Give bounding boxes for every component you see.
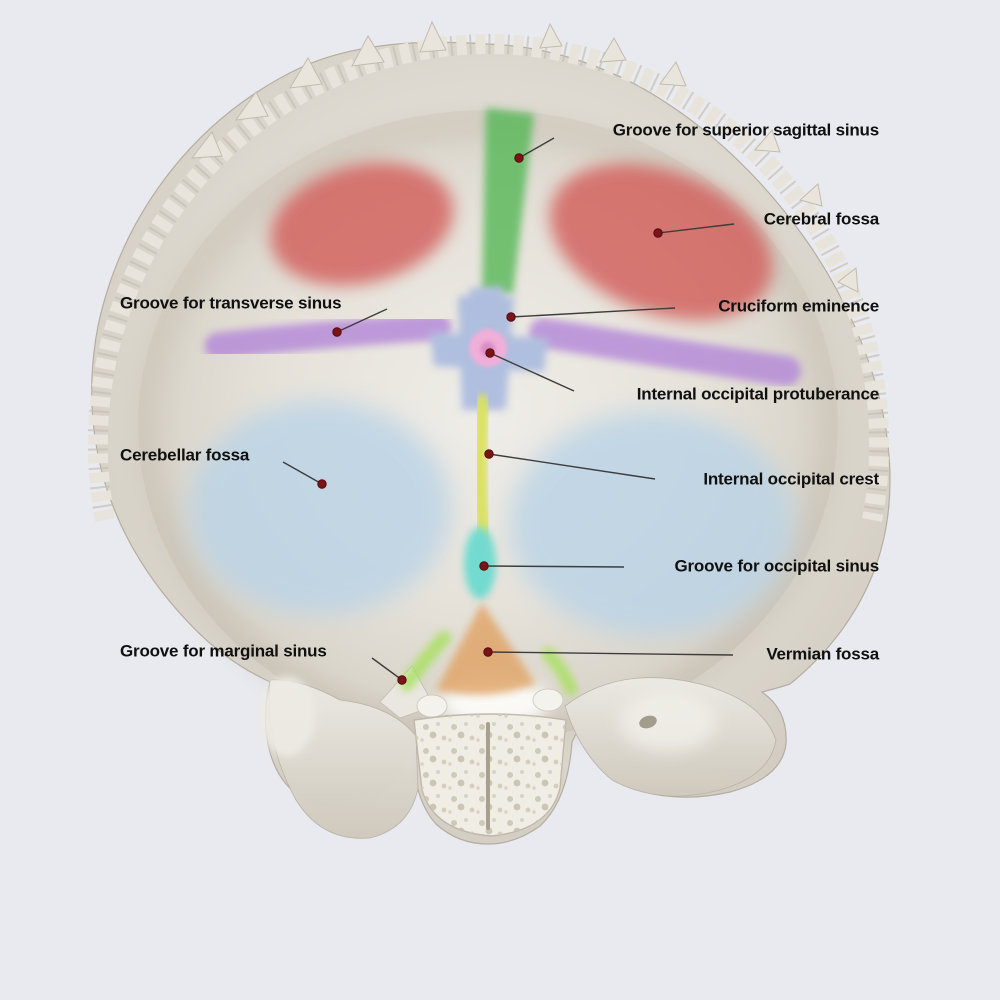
region-marginal-sinus-right — [541, 647, 578, 696]
marker-dots — [317, 153, 663, 685]
condylar-canal — [639, 715, 657, 729]
label-cerebellar-fossa: Cerebellar fossa — [120, 445, 250, 465]
leader-line — [483, 565, 625, 568]
leader-line — [371, 657, 403, 681]
basilar-knob-right — [532, 688, 564, 712]
region-transverse-sinus-left — [204, 313, 452, 360]
label-groove-occipital-sinus: Groove for occipital sinus — [674, 556, 879, 576]
basilar-knob-left — [416, 694, 448, 718]
label-groove-transverse-sinus: Groove for transverse sinus — [120, 293, 342, 313]
marker-dot — [506, 312, 516, 322]
marker-dot — [483, 647, 493, 657]
leader-line — [510, 307, 676, 318]
region-cerebral-fossa-right — [549, 163, 773, 321]
leader-line — [518, 137, 555, 159]
region-marginal-sinus-left — [400, 631, 451, 691]
region-cerebral-fossa-left — [270, 162, 454, 286]
label-internal-occipital-protuberance: Internal occipital protuberance — [636, 384, 879, 404]
region-occipital-sinus — [464, 527, 496, 599]
leader-lines — [282, 137, 735, 681]
right-wing-highlight — [620, 692, 716, 752]
bone-spikes — [190, 20, 859, 293]
label-cerebral-fossa: Cerebral fossa — [763, 209, 880, 229]
left-wing-knob — [259, 676, 315, 756]
marker-dot — [479, 561, 489, 571]
region-cerebellar-fossa-left — [189, 401, 451, 615]
label-vermian-fossa: Vermian fossa — [766, 644, 879, 664]
region-internal-occipital-protuberance — [469, 329, 507, 367]
leader-line — [487, 651, 734, 656]
basilar-midline-groove — [486, 722, 490, 830]
leader-line — [336, 308, 388, 333]
label-groove-marginal-sinus: Groove for marginal sinus — [120, 641, 327, 661]
region-internal-occipital-crest — [472, 394, 494, 548]
leader-line — [657, 223, 735, 234]
marker-dot — [485, 348, 495, 358]
marker-dot — [653, 228, 663, 238]
bone-base — [259, 665, 777, 839]
marker-dot — [332, 327, 342, 337]
marker-dot — [514, 153, 524, 163]
label-internal-occipital-crest: Internal occipital crest — [703, 469, 879, 489]
label-cruciform-eminence: Cruciform eminence — [718, 296, 879, 316]
leader-line — [282, 461, 323, 485]
leader-line — [489, 352, 575, 392]
marker-dot — [484, 449, 494, 459]
marker-dot — [397, 675, 407, 685]
region-transverse-sinus-right — [529, 318, 801, 386]
marker-dot — [317, 479, 327, 489]
region-cerebellar-fossa-right — [510, 412, 794, 636]
suture-teeth — [87, 33, 890, 522]
label-groove-superior-sagittal-sinus: Groove for superior sagittal sinus — [612, 120, 879, 140]
leader-line — [488, 453, 656, 480]
